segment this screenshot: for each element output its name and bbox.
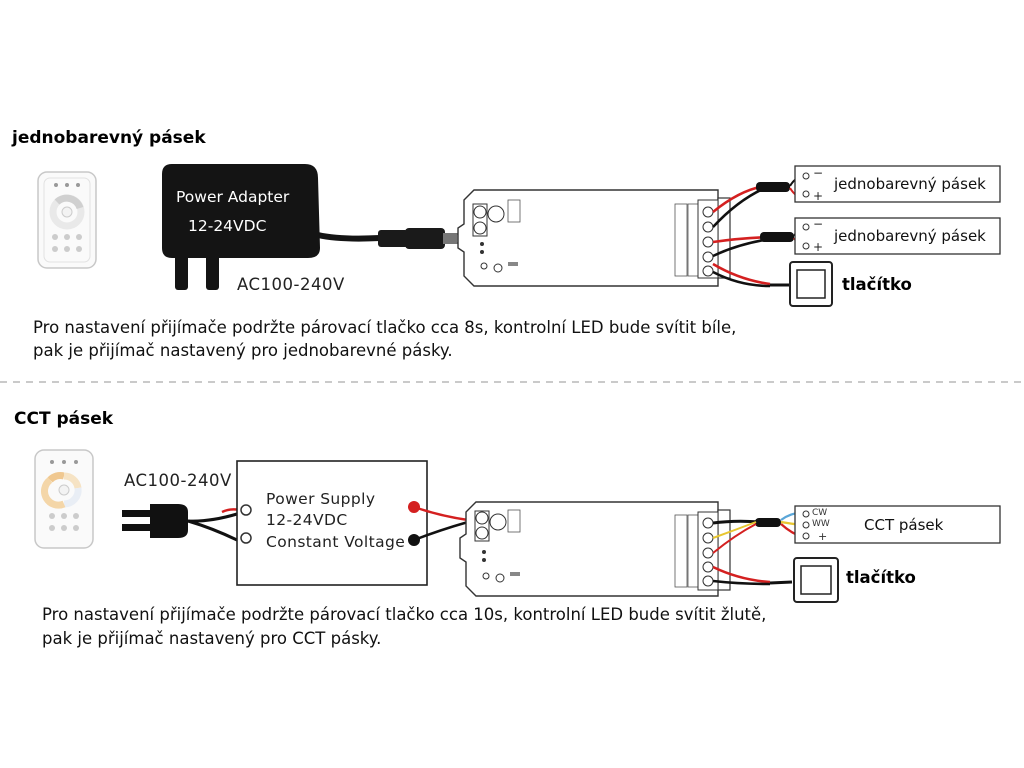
mains-voltage-label-2: AC100-240V bbox=[124, 471, 232, 490]
cct-strip-label: CCT pásek bbox=[864, 516, 944, 534]
power-supply-line3: Constant Voltage bbox=[266, 533, 406, 551]
receiver-controller-1 bbox=[457, 189, 731, 287]
instruction-line-1: Pro nastavení přijímače podržte párovací… bbox=[33, 318, 737, 337]
strip-label-2: jednobarevný pásek bbox=[834, 227, 986, 245]
wall-button-2 bbox=[793, 557, 839, 603]
strip-box-1: − + bbox=[794, 165, 1001, 203]
output-wires-2 bbox=[712, 511, 804, 586]
adapter-label-line2: 12-24VDC bbox=[188, 217, 267, 235]
svg-text:+: + bbox=[813, 240, 823, 254]
power-supply-line2: 12-24VDC bbox=[266, 511, 348, 529]
mains-voltage-label-1: AC100-240V bbox=[237, 275, 345, 294]
terminal-cw: CW bbox=[812, 508, 828, 518]
instruction-line-3: Pro nastavení přijímače podržte párovací… bbox=[42, 605, 767, 624]
strip-label-1: jednobarevný pásek bbox=[834, 175, 986, 193]
power-supply-box bbox=[236, 460, 469, 586]
receiver-controller-2 bbox=[459, 501, 731, 597]
svg-text:−: − bbox=[813, 217, 823, 231]
remote-control-single-color bbox=[37, 171, 97, 269]
button-label-2: tlačítko bbox=[846, 568, 916, 587]
remote-control-cct bbox=[34, 449, 94, 549]
mains-plug bbox=[122, 504, 241, 542]
power-adapter bbox=[162, 164, 465, 290]
instruction-line-2: pak je přijímač nastavený pro jednobarev… bbox=[33, 341, 453, 360]
power-supply-line1: Power Supply bbox=[266, 490, 376, 508]
svg-text:−: − bbox=[813, 166, 823, 180]
instruction-line-4: pak je přijímač nastavený pro CCT pásky. bbox=[42, 629, 382, 648]
svg-text:+: + bbox=[813, 189, 823, 203]
strip-box-2: − + bbox=[794, 217, 1001, 255]
section-title-cct: CCT pásek bbox=[14, 409, 114, 429]
section-title-single-color: jednobarevný pásek bbox=[12, 128, 206, 148]
terminal-ww: WW bbox=[812, 519, 830, 529]
button-label-1: tlačítko bbox=[842, 275, 912, 294]
adapter-label-line1: Power Adapter bbox=[176, 188, 290, 206]
cct-strip-box bbox=[794, 505, 1001, 544]
terminal-plus: + bbox=[818, 530, 828, 543]
wall-button-1 bbox=[789, 261, 833, 307]
